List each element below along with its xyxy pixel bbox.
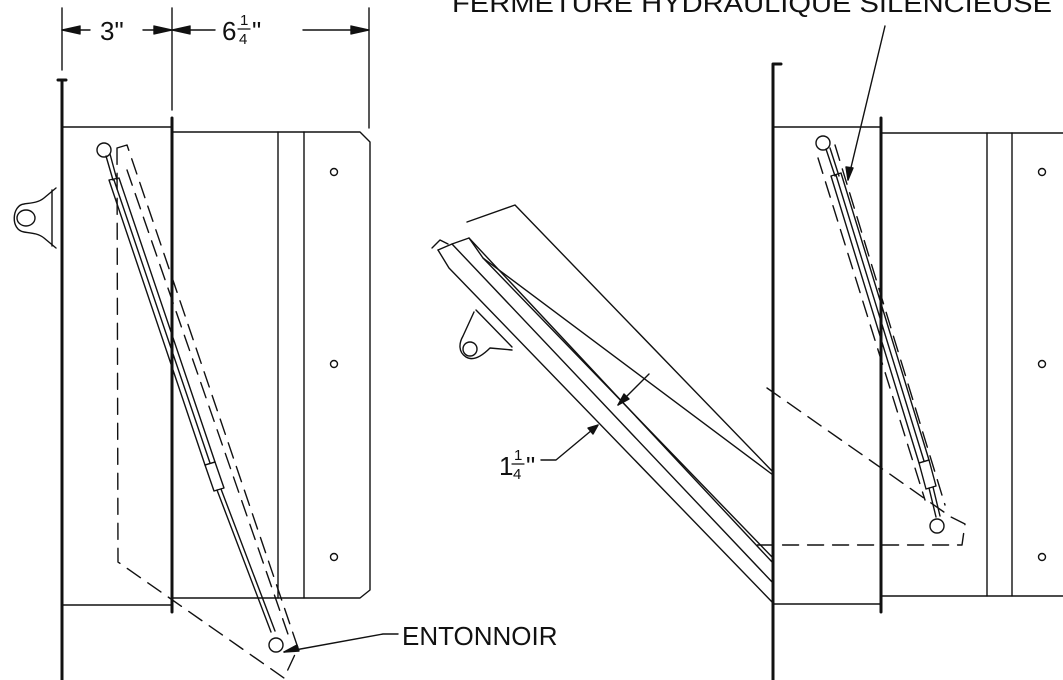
dim-right-whole: 6 (222, 16, 236, 46)
right-door-body (880, 132, 1063, 597)
dim-right-unit: " (252, 16, 261, 46)
gap-dim-leader (540, 424, 599, 461)
hydraulic-arrowhead (845, 166, 854, 181)
left-handle (13, 187, 57, 249)
right-handle (459, 309, 513, 360)
right-assembly (431, 25, 1063, 680)
left-bolt-2 (329, 359, 339, 369)
gap-dim-leader-arrowhead (587, 424, 599, 435)
hydraulic-leader (847, 25, 886, 181)
right-collar (772, 126, 882, 605)
label-hydraulic-closure: FERMETURE HYDRAULIQUE SILENCIEUSE (452, 0, 1052, 18)
left-gas-spring (96, 142, 284, 653)
dim-right-den: 4 (239, 31, 247, 48)
dim-left-label: 3" (100, 16, 124, 46)
left-funnel-dashed-inner (126, 169, 291, 641)
dim-gap-num: 1 (514, 447, 522, 464)
entonnoir-arrowhead (283, 644, 300, 653)
left-assembly (13, 78, 399, 680)
label-funnel: ENTONNOIR (402, 621, 558, 651)
right-wall-line (771, 62, 783, 680)
labels: 3" 6 1 4 " 1 1 4 " FERMETURE HYDRAULIQUE… (100, 0, 1052, 651)
left-funnel-dashed (116, 144, 299, 679)
right-bolt-2 (1037, 359, 1047, 369)
right-bolt-3 (1037, 552, 1047, 562)
entonnoir-leader (283, 633, 399, 653)
dim-gap-whole: 1 (499, 451, 513, 481)
right-bolt-1 (1037, 167, 1047, 177)
right-gas-spring (815, 135, 946, 534)
dimension-lines (61, 7, 370, 129)
open-door-panel (431, 204, 774, 604)
left-bolt-3 (329, 552, 339, 562)
dim-gap-unit: " (526, 451, 535, 481)
right-funnel-dashed (756, 387, 966, 546)
dim-right-num: 1 (240, 12, 248, 29)
gap-dim-arrowhead (617, 393, 630, 406)
left-door-body (171, 131, 371, 599)
dim-gap-den: 4 (513, 466, 521, 483)
left-bolt-1 (329, 167, 339, 177)
